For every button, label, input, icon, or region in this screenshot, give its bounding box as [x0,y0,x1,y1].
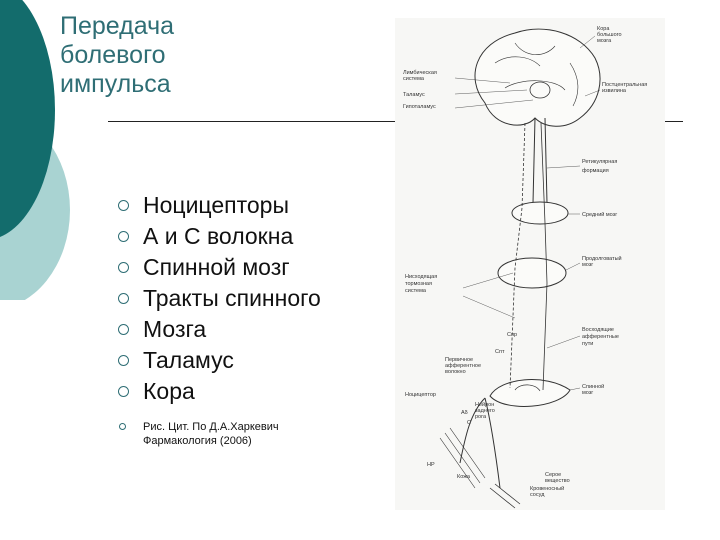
label-skin: Кожа [457,474,471,480]
list-item: Кора [118,376,321,407]
label-hypothalamus: Гипоталамус [403,104,436,110]
label-thalamus: Таламус [403,92,425,98]
list-item: А и С волокна [118,221,321,252]
list-item: Ноцицепторы [118,190,321,221]
citation-line: Рис. Цит. По Д.А.Харкевич [143,421,279,433]
bullet-circle-icon [118,231,129,242]
title-line: Передача [60,12,175,40]
list-item: Тракты спинного [118,283,321,314]
bullet-circle-icon [118,262,129,273]
bullet-circle-icon [118,324,129,335]
label-fiber-a: Aδ [461,410,468,416]
label-fiber-c: C [467,420,471,426]
bullet-circle-icon [118,386,129,397]
citation: Рис. Цит. По Д.А.Харкевич Фармакология (… [118,420,279,448]
slide-title: Передача болевого импульса [60,12,280,99]
label-tract-spinoret: Спр [507,332,517,338]
list-item: Мозга [118,314,321,345]
list-item: Таламус [118,345,321,376]
list-item: Спинной мозг [118,252,321,283]
label-tract-spinothal: Спт [495,349,505,355]
decorative-shapes [0,0,90,300]
bullet-circle-icon [118,200,129,211]
label-nociceptor: Ноцицептор [405,392,436,398]
citation-line: Фармакология (2006) [143,435,252,447]
label-np: НР [427,462,435,468]
title-line: импульса [60,70,171,98]
bullet-list: Ноцицепторы А и С волокна Спинной мозг Т… [118,190,321,407]
bullet-circle-icon [118,355,129,366]
title-line: болевого [60,41,166,69]
bullet-circle-icon [119,423,126,430]
bullet-circle-icon [118,293,129,304]
label-midbrain: Средний мозг [582,211,617,218]
